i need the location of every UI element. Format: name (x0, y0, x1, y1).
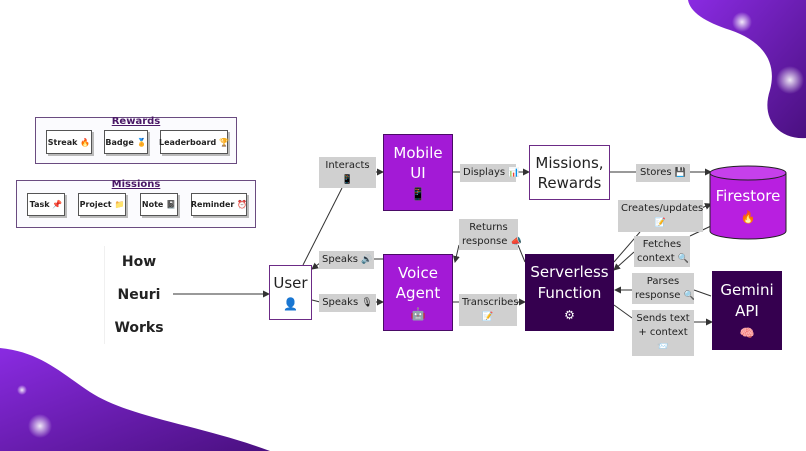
rewards-item-streak: Streak 🔥 (46, 130, 92, 154)
notebook-icon: 📓 (166, 200, 177, 209)
rewards-group-title: Rewards (111, 116, 161, 127)
memo-icon: 📝 (654, 218, 667, 228)
edge-label-displays: Displays 📊 (460, 164, 520, 182)
folder-icon: 📁 (114, 200, 125, 209)
magnifier-icon: 🔍 (683, 291, 695, 301)
node-user: User 👤 (269, 265, 312, 320)
rewards-group: Rewards Streak 🔥 Badge 🏅 Leaderboard 🏆 (35, 116, 237, 164)
edge-label-fetches-context: Fetches context 🔍 (634, 236, 690, 267)
missions-item-project: Project 📁 (78, 193, 126, 216)
top-right-blob (688, 0, 806, 139)
edge-label-stores: Stores 💾 (636, 164, 690, 182)
flame-icon: 🔥 (740, 209, 756, 224)
pin-icon: 📌 (52, 200, 63, 209)
memo-icon: 📝 (482, 312, 494, 322)
node-voice-agent: Voice Agent 🤖 (383, 254, 453, 331)
edge-label-returns-response: Returns response 📣 (459, 219, 522, 250)
user-icon: 👤 (283, 297, 298, 311)
edge-label-parses-response: Parses response 🔍 (632, 273, 695, 304)
node-firestore-shape (709, 165, 787, 240)
edge-label-speaks-in: Speaks 🎙 (319, 294, 376, 312)
alarm-icon: ⏰ (237, 200, 248, 209)
missions-group: Missions Task 📌 Project 📁 Note 📓 Reminde… (16, 179, 256, 228)
bottom-left-blob (0, 348, 270, 451)
missions-item-reminder: Reminder ⏰ (191, 193, 247, 216)
node-mobile-ui: Mobile UI 📱 (383, 134, 453, 211)
missions-item-task: Task 📌 (27, 193, 65, 216)
megaphone-icon: 📣 (510, 237, 522, 247)
mobile-phone-icon: 📱 (341, 175, 354, 185)
envelope-icon: 📨 (657, 342, 669, 352)
rewards-item-leaderboard: Leaderboard 🏆 (159, 130, 230, 154)
speaker-icon: 🔊 (361, 255, 373, 265)
edge-label-creates-updates: Creates/updates 📝 (618, 200, 703, 232)
how-neuri-works-label: How Neuri Works (104, 246, 173, 344)
node-serverless-function: Serverless Function ⚙ (525, 254, 614, 331)
bar-chart-icon: 📊 (508, 168, 520, 178)
mobile-phone-icon: 📱 (410, 187, 426, 201)
robot-icon: 🤖 (410, 307, 426, 321)
edge-label-speaks-out: Speaks 🔊 (319, 251, 374, 269)
edge-label-interacts: Interacts 📱 (319, 157, 376, 188)
gear-icon: ⚙ (564, 308, 575, 322)
trophy-icon: 🏆 (219, 137, 230, 147)
node-missions-rewards: Missions, Rewards (529, 145, 610, 200)
node-firestore: Firestore 🔥 (715, 186, 781, 224)
microphone-icon: 🎙 (361, 298, 373, 308)
brain-icon: 🧠 (739, 326, 755, 340)
edge-label-sends-text-context: Sends text + context 📨 (632, 310, 694, 356)
rewards-item-badge: Badge 🏅 (104, 130, 148, 154)
edge-label-transcribes: Transcribes 📝 (459, 294, 519, 326)
flame-icon: 🔥 (80, 137, 91, 147)
floppy-disk-icon: 💾 (674, 168, 687, 178)
node-gemini-api: Gemini API 🧠 (712, 271, 782, 350)
missions-group-title: Missions (111, 179, 161, 190)
medal-icon: 🏅 (136, 137, 147, 147)
magnifier-icon: 🔍 (677, 254, 690, 264)
missions-item-note: Note 📓 (140, 193, 178, 216)
